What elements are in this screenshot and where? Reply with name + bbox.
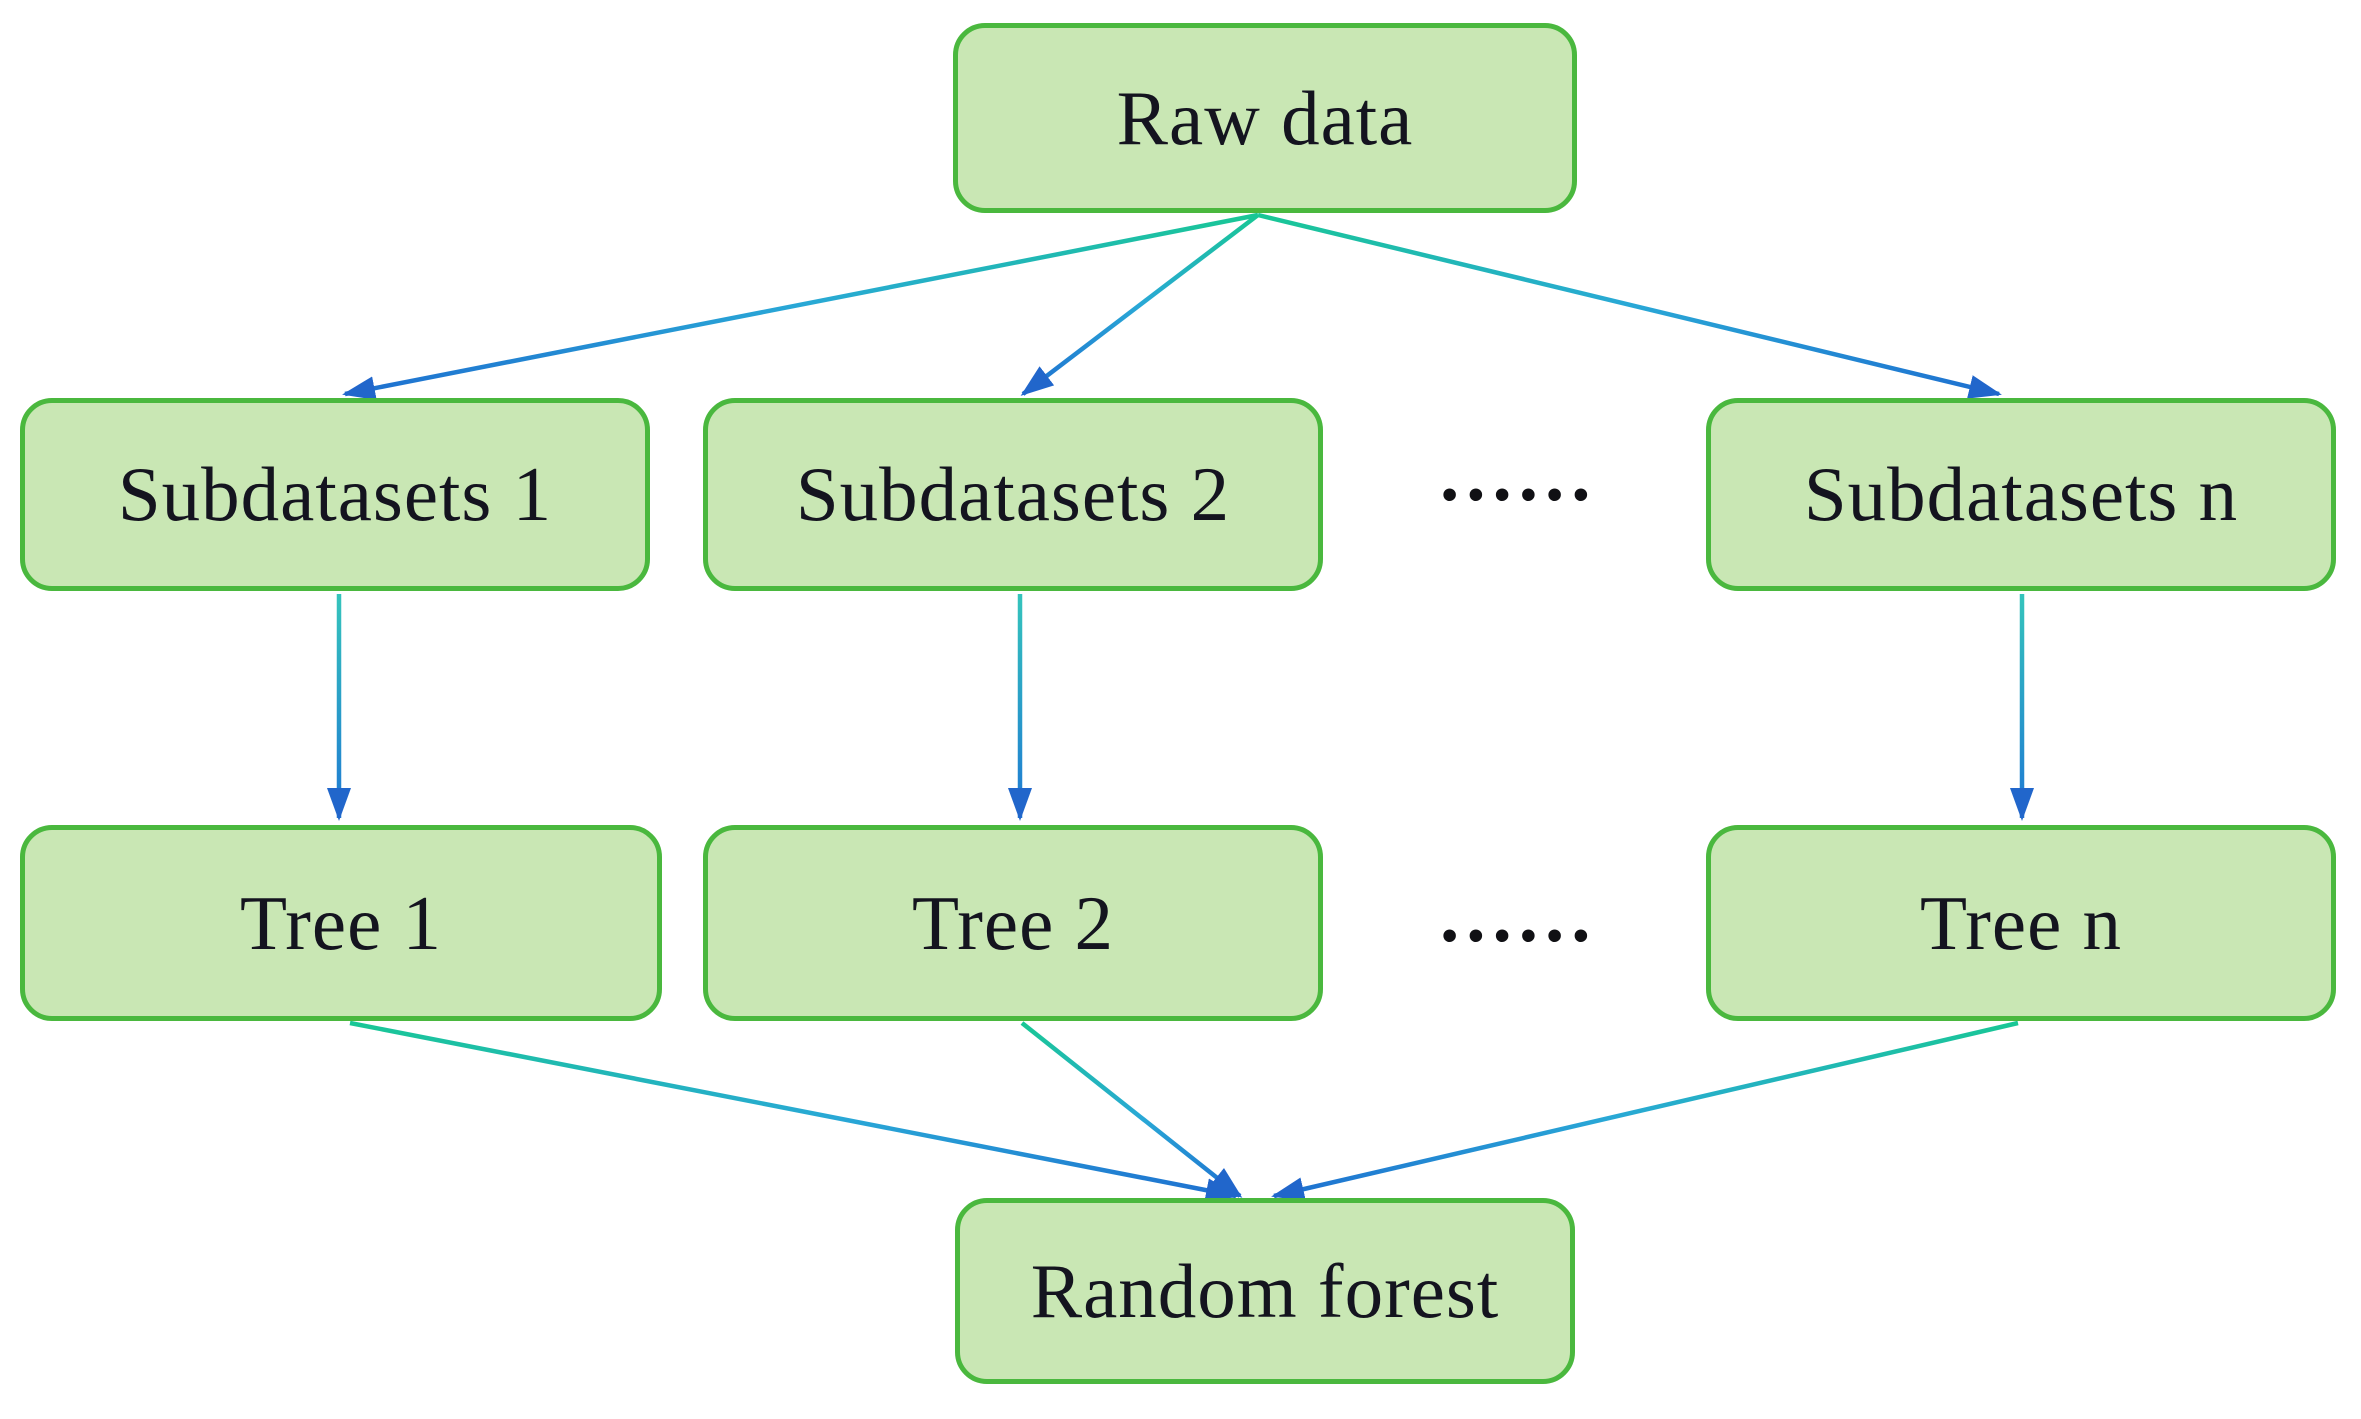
arrow-raw-to-subdatasets-2 (1020, 213, 1260, 396)
arrow-tree-1-to-random-forest (349, 1020, 1239, 1203)
ellipsis-subdatasets-row: ...... (1440, 431, 1598, 517)
arrow-raw-to-subdatasets-n (1257, 212, 2002, 399)
node-tree-n: Tree n (1706, 825, 2336, 1021)
node-subdatasets-2-label: Subdatasets 2 (795, 451, 1231, 537)
node-tree-1: Tree 1 (20, 825, 662, 1021)
ellipsis-tree-row: ...... (1440, 872, 1598, 958)
arrow-tree-n-to-random-forest (1271, 1020, 2019, 1201)
node-subdatasets-n-label: Subdatasets n (1803, 451, 2239, 537)
arrow-raw-to-subdatasets-1 (342, 212, 1259, 401)
node-tree-n-label: Tree n (1919, 879, 2123, 966)
node-random-forest-label: Random forest (1030, 1247, 1500, 1334)
node-raw-data-label: Raw data (1116, 74, 1414, 161)
node-tree-2-label: Tree 2 (911, 879, 1115, 966)
node-tree-2: Tree 2 (703, 825, 1323, 1021)
node-subdatasets-n: Subdatasets n (1706, 398, 2336, 591)
node-raw-data: Raw data (953, 23, 1577, 213)
node-random-forest: Random forest (955, 1198, 1575, 1384)
node-subdatasets-1: Subdatasets 1 (20, 398, 650, 591)
node-subdatasets-1-label: Subdatasets 1 (117, 451, 553, 537)
node-tree-1-label: Tree 1 (239, 879, 443, 966)
node-subdatasets-2: Subdatasets 2 (703, 398, 1323, 591)
arrow-tree-2-to-random-forest (1020, 1021, 1243, 1198)
